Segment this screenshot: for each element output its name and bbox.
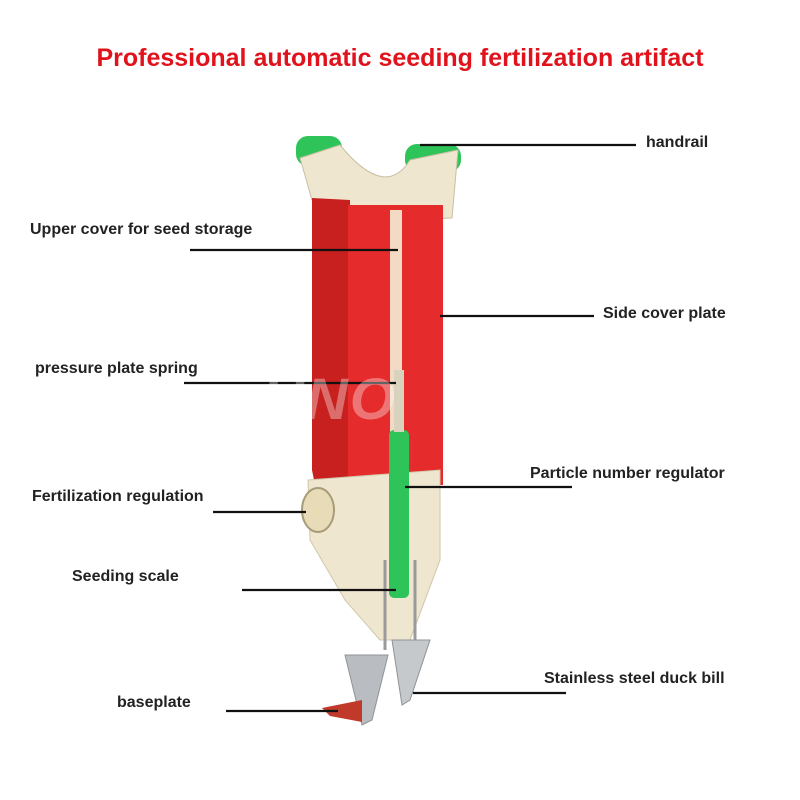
- left-side-panel: [312, 198, 350, 490]
- baseplate-part: [322, 700, 362, 722]
- fertilization-dial: [301, 487, 335, 533]
- label-handrail: handrail: [646, 134, 709, 151]
- label-baseplate: baseplate: [117, 694, 191, 711]
- label-particle-regulator: Particle number regulator: [530, 465, 725, 482]
- label-seeding-scale: Seeding scale: [72, 568, 179, 585]
- label-pressure-spring: pressure plate spring: [35, 360, 198, 377]
- label-upper-cover: Upper cover for seed storage: [30, 221, 253, 238]
- label-duck-bill: Stainless steel duck bill: [544, 670, 725, 687]
- watermark: UNO: [262, 367, 397, 432]
- label-fertilization: Fertilization regulation: [32, 488, 204, 505]
- label-side-cover: Side cover plate: [603, 305, 726, 322]
- diagram-title: Professional automatic seeding fertiliza…: [96, 44, 704, 72]
- right-duck-bill: [391, 639, 431, 706]
- green-lever: [389, 430, 409, 598]
- lever-spring: [394, 370, 404, 432]
